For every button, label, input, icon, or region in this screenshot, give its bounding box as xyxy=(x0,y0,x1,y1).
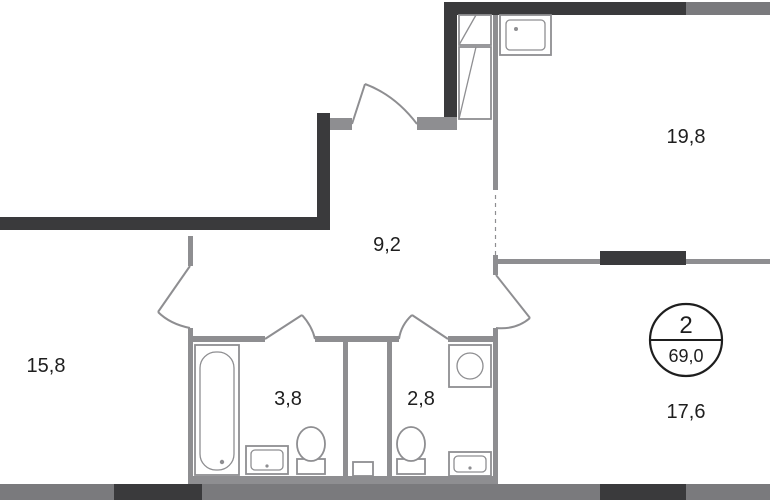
hallway-area: 9,2 xyxy=(373,234,401,256)
apartment-badge: 2 69,0 xyxy=(648,302,724,378)
fixtures xyxy=(194,14,552,477)
room-left-area: 15,8 xyxy=(27,355,66,377)
partition-walls xyxy=(188,15,770,484)
bathroom-area: 3,8 xyxy=(274,388,302,410)
toilet-area: 2,8 xyxy=(407,388,435,410)
doors xyxy=(157,83,531,340)
total-area: 69,0 xyxy=(668,346,703,366)
room-top-right-area: 19,8 xyxy=(667,126,706,148)
rooms-count: 2 xyxy=(679,312,692,339)
room-bottom-right-area: 17,6 xyxy=(667,401,706,423)
